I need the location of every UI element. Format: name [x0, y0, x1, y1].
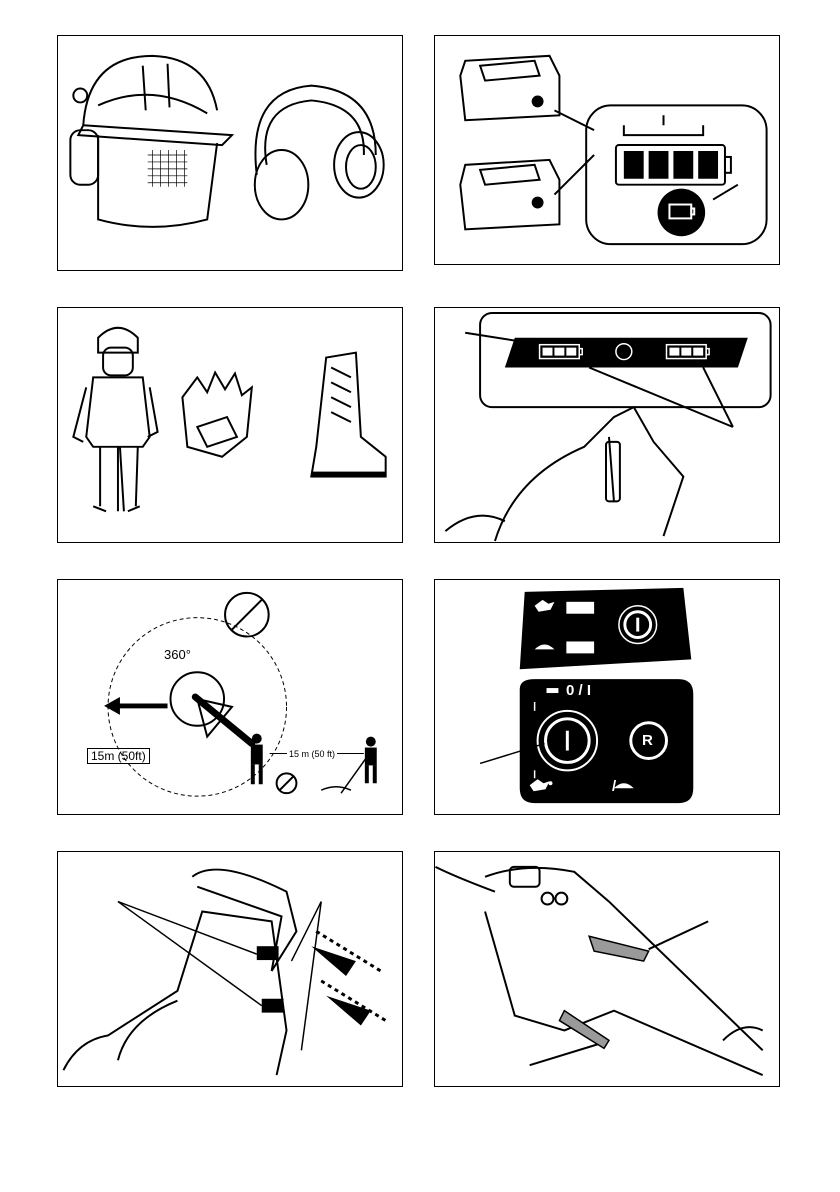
- battery-indicator-illustration: [435, 36, 779, 264]
- tool-indicator-illustration: [435, 308, 779, 542]
- angle-label: 360°: [164, 647, 191, 662]
- reverse-label: R: [642, 732, 653, 749]
- power-label: 0 / I: [566, 682, 591, 699]
- figure-tool-indicator-lamps: [434, 307, 780, 543]
- figure-battery-release: [57, 851, 403, 1087]
- figure-battery-indicator: [434, 35, 780, 265]
- figure-helmet-earmuffs: [57, 35, 403, 271]
- mode-separator: /: [612, 778, 616, 795]
- helmet-earmuffs-illustration: [58, 36, 402, 270]
- figure-protective-gear: [57, 307, 403, 543]
- protective-gear-illustration: [58, 308, 402, 542]
- control-panel-illustration: [435, 580, 779, 814]
- safety-distance-diagram: [58, 580, 402, 814]
- figure-control-panel: 0 / I R /: [434, 579, 780, 815]
- trigger-illustration: [435, 852, 779, 1086]
- figure-safety-distance: 360° 15m (50ft) 15 m (50 ft): [57, 579, 403, 815]
- figure-trigger-lock-off: [434, 851, 780, 1087]
- battery-release-illustration: [58, 852, 402, 1086]
- operator-distance-label: 15 m (50 ft): [287, 749, 337, 759]
- distance-label: 15m (50ft): [87, 748, 150, 764]
